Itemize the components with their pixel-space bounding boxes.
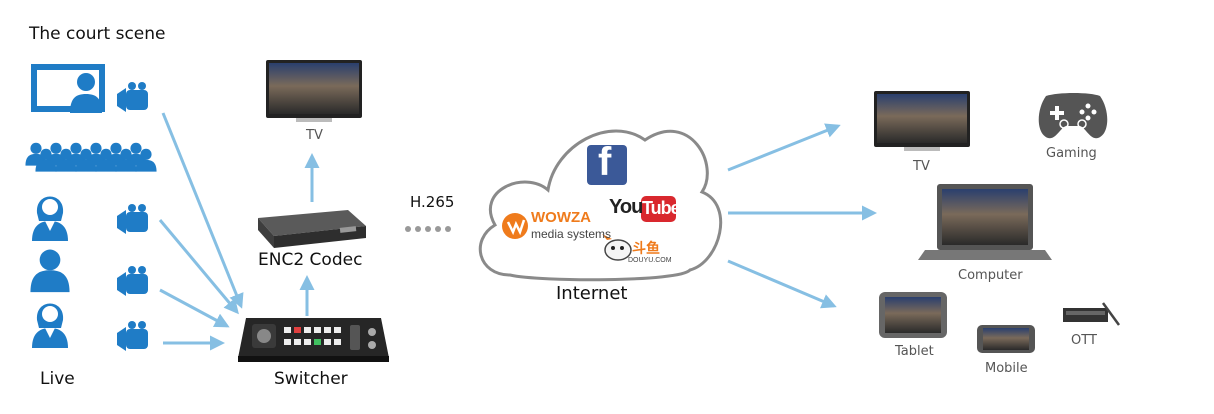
tv-top-icon bbox=[266, 60, 362, 122]
internet-label: Internet bbox=[556, 283, 628, 304]
tablet-label: Tablet bbox=[895, 344, 934, 359]
camera-icon-1 bbox=[117, 82, 148, 112]
youtube-tube-bg bbox=[641, 196, 676, 222]
live-label: Live bbox=[40, 369, 75, 389]
douyu-logo-cn: 斗鱼 bbox=[632, 241, 660, 257]
youtube-logo-you: You bbox=[609, 196, 643, 218]
tablet-icon bbox=[879, 292, 947, 338]
gaming-label: Gaming bbox=[1046, 146, 1097, 161]
input-arrows bbox=[158, 112, 244, 351]
facebook-logo-bg bbox=[587, 145, 627, 185]
codec-label: ENC2 Codec bbox=[258, 250, 363, 270]
camera-icon-3 bbox=[117, 266, 148, 296]
youtube-logo-tube: Tube bbox=[642, 198, 681, 218]
switcher-label: Switcher bbox=[274, 369, 348, 389]
tv-top-label: TV bbox=[306, 128, 323, 143]
woman-icon-1 bbox=[32, 196, 68, 241]
output-arrows bbox=[727, 123, 877, 309]
man-icon bbox=[30, 249, 70, 293]
mobile-icon bbox=[977, 325, 1035, 353]
douyu-logo-en: DOUYU.COM bbox=[628, 257, 672, 264]
camera-icon-4 bbox=[117, 321, 148, 351]
wowza-logo-name: WOWZA bbox=[531, 209, 591, 226]
protocol-label: H.265 bbox=[410, 193, 455, 211]
audience-icon bbox=[25, 142, 157, 172]
tv-icon bbox=[874, 91, 970, 151]
mobile-label: Mobile bbox=[985, 361, 1028, 376]
codec-device-icon bbox=[258, 210, 366, 248]
gamepad-icon bbox=[1038, 93, 1108, 139]
facebook-logo: f bbox=[598, 140, 612, 184]
h265-dots bbox=[405, 226, 451, 232]
court-scene-label: The court scene bbox=[29, 24, 166, 44]
ott-box-icon bbox=[1063, 302, 1121, 326]
laptop-icon bbox=[918, 184, 1052, 260]
tv-label: TV bbox=[913, 159, 930, 174]
ott-label: OTT bbox=[1071, 333, 1097, 348]
switcher-device-icon bbox=[238, 318, 389, 362]
computer-label: Computer bbox=[958, 268, 1023, 283]
camera-icon-2 bbox=[117, 204, 148, 234]
woman-icon-2 bbox=[32, 303, 68, 348]
presenter-screen-icon bbox=[31, 64, 105, 113]
wowza-logo-sub: media systems bbox=[531, 227, 612, 241]
wowza-logo-icon bbox=[502, 213, 528, 239]
internet-cloud bbox=[478, 129, 723, 282]
douyu-mascot-icon bbox=[602, 234, 632, 261]
